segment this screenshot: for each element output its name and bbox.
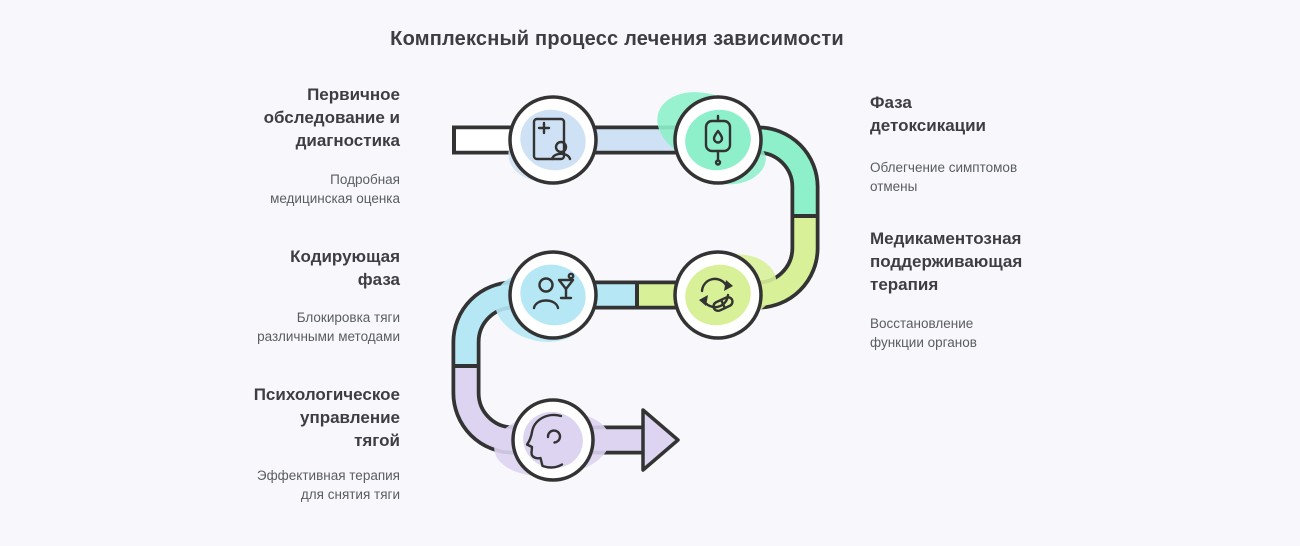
process-flow-diagram (451, 92, 820, 482)
step-heading-medication: Медикаментозная поддерживающая терапия (870, 229, 1023, 294)
iv-drip-icon (704, 114, 732, 166)
medical-record-icon (532, 117, 572, 161)
step-desc-psychology: Эффективная терапия для снятия тяги (256, 468, 400, 503)
head-profile-icon (525, 413, 564, 469)
step-desc-assessment: Подробная медицинская оценка (270, 172, 400, 207)
step-heading-assessment: Первичное обследование и диагностика (263, 85, 400, 150)
step-desc-medication: Восстановление функции органов (870, 316, 977, 351)
step-desc-coding: Блокировка тяги различными методами (257, 310, 400, 345)
node-assessment (508, 95, 598, 185)
step-heading-coding: Кодирующая фаза (290, 247, 400, 289)
page-title: Комплексный процесс лечения зависимости (390, 28, 844, 50)
flow-arrowhead (641, 408, 680, 472)
watercolor-blob-inner (685, 109, 751, 171)
node-medication (673, 250, 777, 340)
watercolor-blob-inner (685, 264, 751, 326)
step-heading-psychology: Психологическое управление тягой (253, 385, 400, 450)
pills-refresh-icon (699, 277, 734, 313)
watercolor-blob-inner (523, 411, 583, 469)
node-coding (494, 250, 598, 342)
step-heading-detox: Фаза детоксикации (870, 93, 987, 135)
person-glass-icon (532, 272, 575, 310)
node-psychology (494, 398, 610, 482)
node-detox (657, 92, 766, 185)
watercolor-blob-inner (520, 109, 586, 171)
step-desc-detox: Облегчение симптомов отмены (870, 160, 1018, 195)
